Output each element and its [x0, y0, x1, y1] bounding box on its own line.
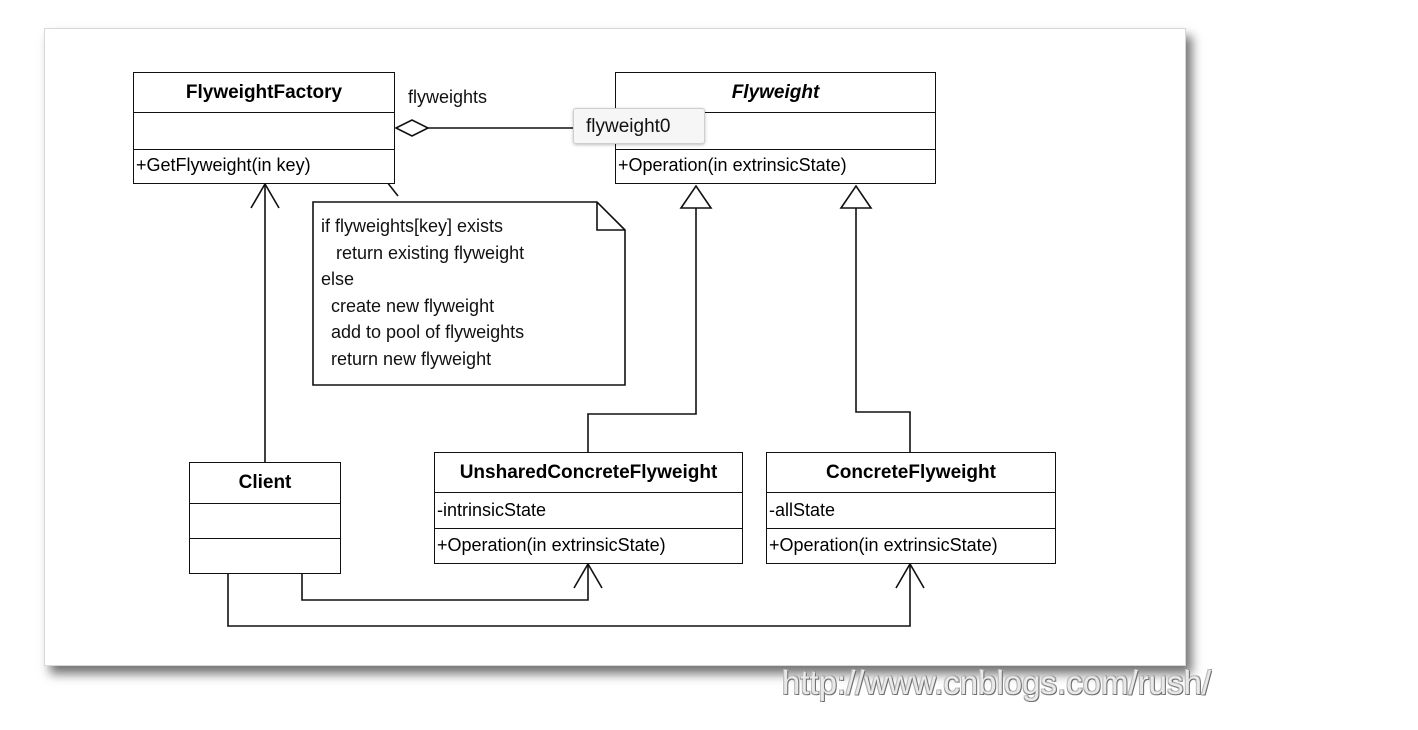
class-attributes — [134, 113, 394, 150]
arrow-head-unshared — [573, 562, 603, 589]
tooltip: flyweight0 — [573, 108, 705, 144]
generalization-concrete — [855, 208, 911, 452]
generalization-unshared — [587, 208, 697, 452]
aggregation-diamond — [394, 119, 430, 137]
class-name: UnsharedConcreteFlyweight — [435, 453, 742, 493]
class-name: FlyweightFactory — [134, 73, 394, 113]
class-operations: +Operation(in extrinsicState) — [618, 155, 847, 175]
class-concrete-flyweight: ConcreteFlyweight -allState +Operation(i… — [766, 452, 1056, 564]
class-attributes: -intrinsicState — [435, 493, 742, 529]
generalization-arrow-concrete — [839, 184, 873, 209]
arrow-head-factory — [250, 182, 280, 209]
note-line: return existing flyweight — [321, 243, 525, 263]
arrow-head-concrete — [895, 562, 925, 589]
note-line: if flyweights[key] exists — [321, 216, 504, 236]
class-flyweight-factory: FlyweightFactory +GetFlyweight(in key) — [133, 72, 395, 184]
class-name: Flyweight — [616, 73, 935, 113]
class-attributes — [616, 113, 935, 150]
class-operations: +GetFlyweight(in key) — [136, 155, 311, 175]
class-operations: +Operation(in extrinsicState) — [769, 535, 998, 555]
note-box — [312, 201, 626, 386]
note-line: create new flyweight — [321, 296, 495, 316]
association-label: flyweights — [408, 87, 488, 107]
class-client: Client — [189, 462, 341, 574]
class-name: ConcreteFlyweight — [767, 453, 1055, 493]
dependency-client-concrete — [227, 564, 911, 627]
class-operations: +Operation(in extrinsicState) — [437, 535, 666, 555]
watermark-text: http://www.cnblogs.com/rush/ — [782, 664, 1212, 701]
class-unshared-concrete-flyweight: UnsharedConcreteFlyweight -intrinsicStat… — [434, 452, 743, 564]
class-name: Client — [190, 463, 340, 504]
note-line: else — [321, 269, 355, 289]
class-attributes: -allState — [767, 493, 1055, 529]
dependency-client-unshared — [301, 564, 589, 601]
class-attributes — [190, 504, 340, 539]
generalization-arrow-unshared — [679, 184, 713, 209]
note-line: add to pool of flyweights — [321, 322, 525, 342]
class-operations — [190, 539, 340, 572]
note-fold — [596, 202, 625, 231]
note-line: return new flyweight — [321, 349, 492, 369]
